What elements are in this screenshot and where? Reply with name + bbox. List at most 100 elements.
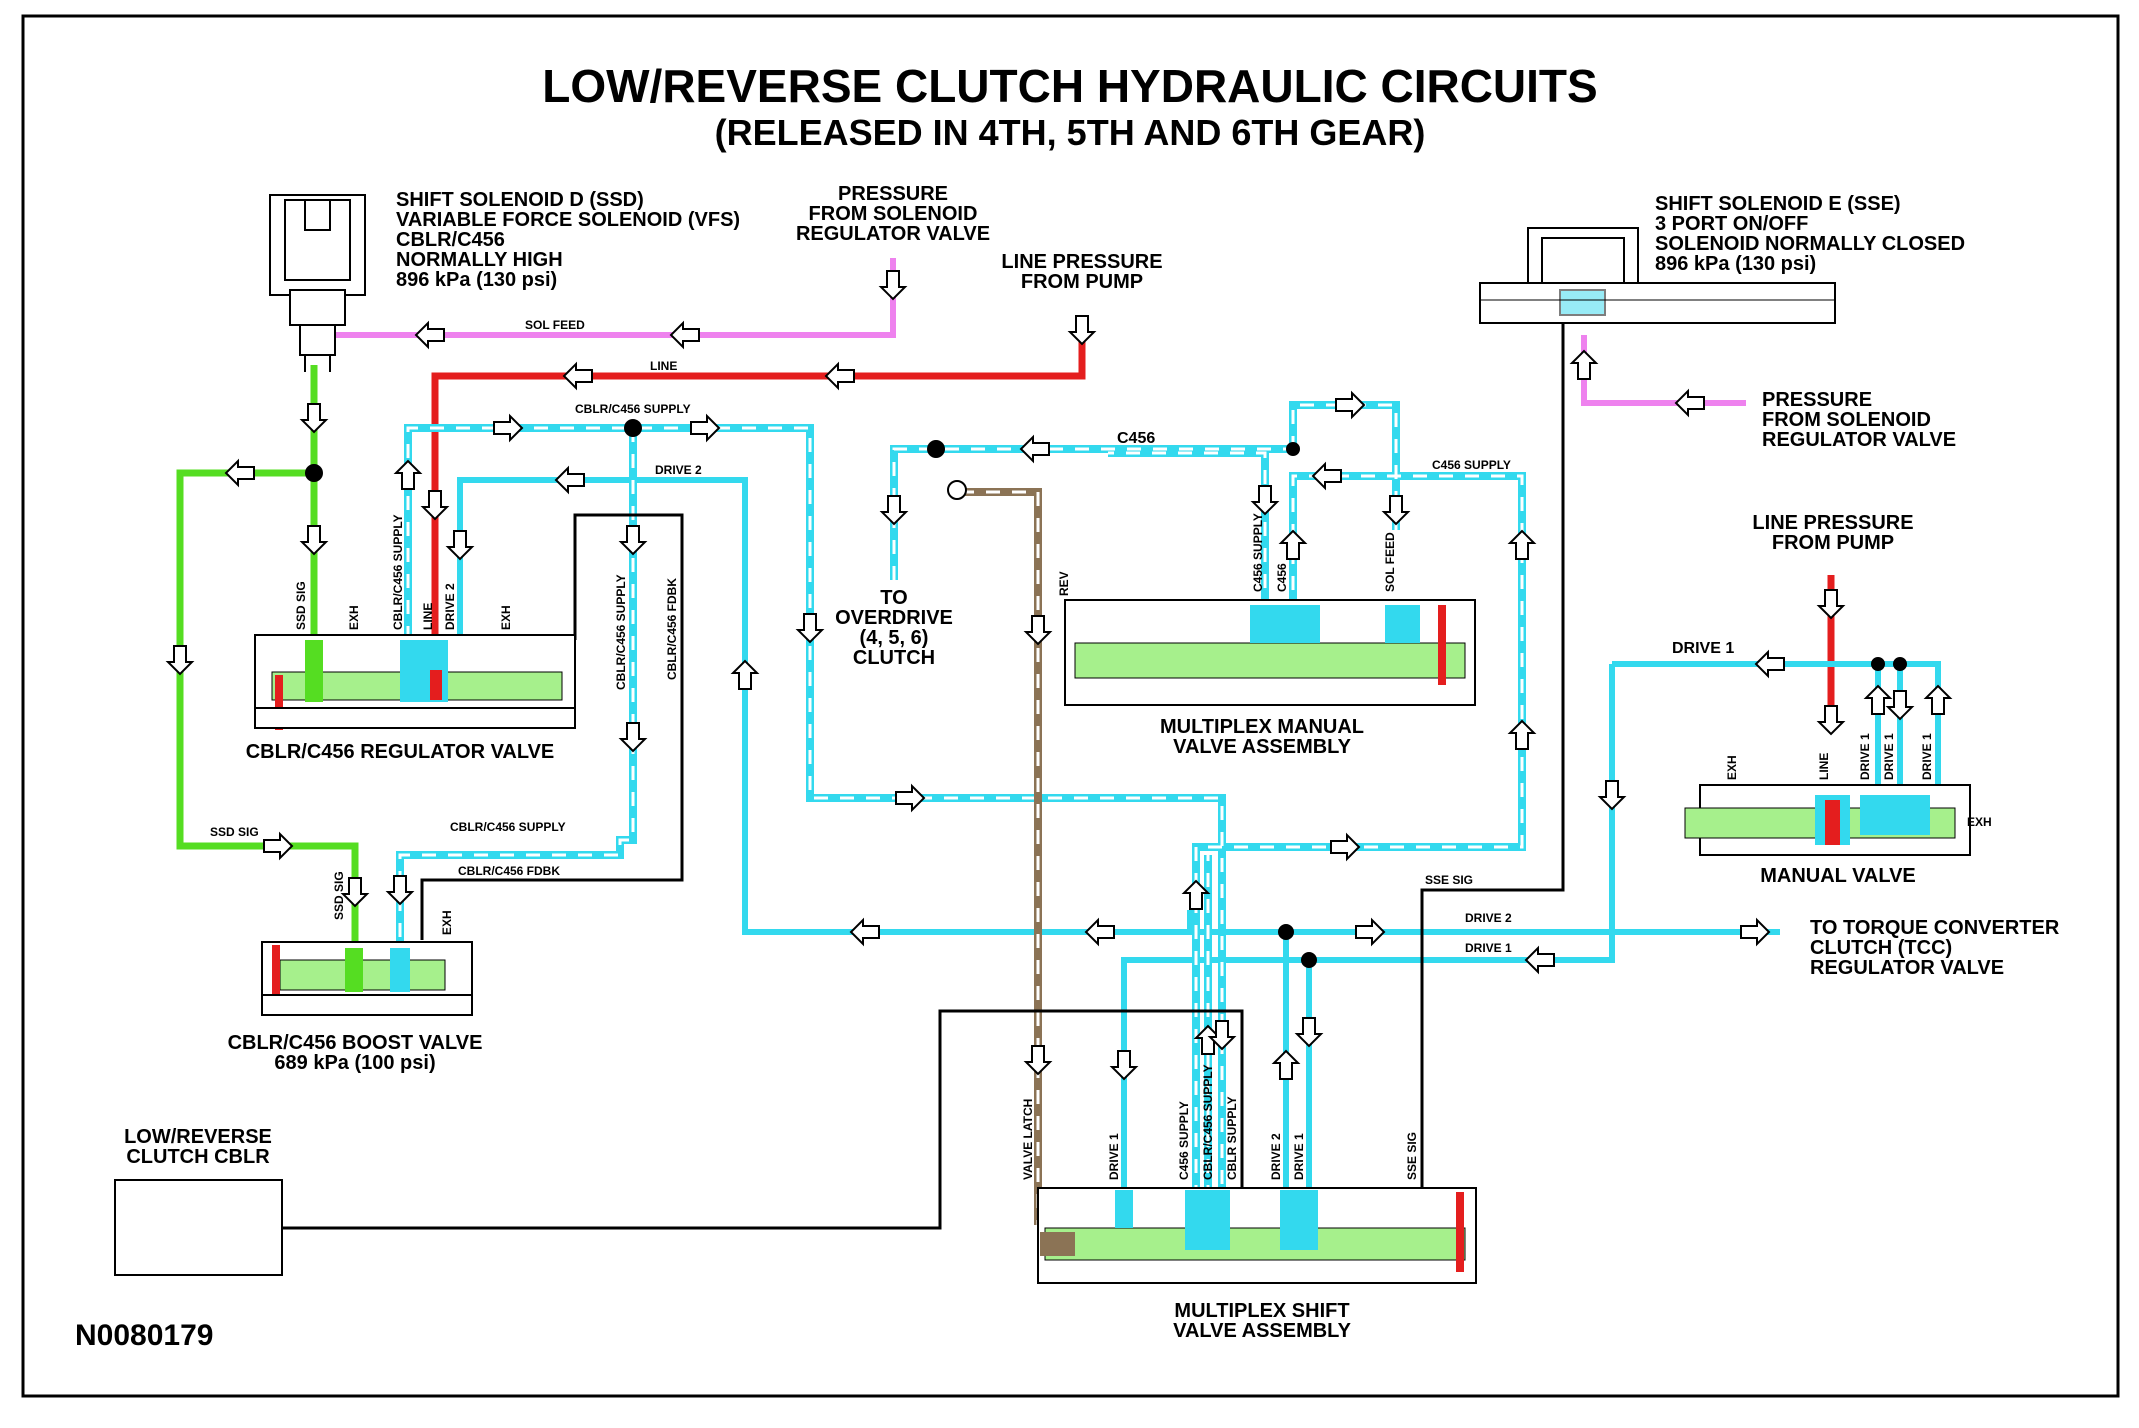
callout-line: LINE PRESSURE bbox=[1752, 512, 1913, 534]
port-label: REV bbox=[1057, 571, 1071, 596]
multiplex-manual-valve bbox=[1064, 599, 1476, 706]
callout-line: PRESSURE bbox=[838, 183, 948, 205]
sse-callout-line: 896 kPa (130 psi) bbox=[1655, 253, 1816, 275]
diagram-subtitle: (RELEASED IN 4TH, 5TH AND 6TH GEAR) bbox=[715, 112, 1426, 153]
port-label: DRIVE 2 bbox=[1269, 1133, 1283, 1180]
ssd-callout-line: 896 kPa (130 psi) bbox=[396, 269, 557, 291]
line-labels: SOL FEED LINE CBLR/C456 SUPPLY DRIVE 2 C… bbox=[210, 318, 1734, 955]
valve-latch-line bbox=[960, 488, 1042, 1225]
line-label: CBLR/C456 SUPPLY bbox=[575, 402, 691, 416]
port-label: DRIVE 1 bbox=[1858, 733, 1872, 780]
sse-solenoid bbox=[1479, 227, 1836, 324]
diagram-frame bbox=[21, 14, 2120, 1398]
callout-line: CLUTCH (TCC) bbox=[1810, 937, 1952, 959]
pressure-reg-right-callout: PRESSURE FROM SOLENOID REGULATOR VALVE bbox=[1762, 389, 1956, 451]
port-label: CBLR/C456 SUPPLY bbox=[614, 574, 628, 690]
black-lines bbox=[281, 310, 1565, 1230]
port-label: DRIVE 2 bbox=[443, 583, 457, 630]
ssd-solenoid bbox=[269, 194, 366, 372]
callout-line: OVERDRIVE bbox=[835, 607, 953, 629]
sse-callout: SHIFT SOLENOID E (SSE) 3 PORT ON/OFF SOL… bbox=[1655, 193, 1965, 275]
port-label: DRIVE 1 bbox=[1920, 733, 1934, 780]
overdrive-callout: TO OVERDRIVE (4, 5, 6) CLUTCH bbox=[835, 587, 953, 669]
line-label: SSE SIG bbox=[1425, 873, 1473, 887]
port-label: CBLR/C456 SUPPLY bbox=[1201, 1064, 1215, 1180]
callout-line: REGULATOR VALVE bbox=[796, 223, 990, 245]
port-label: SOL FEED bbox=[1383, 532, 1397, 592]
port-label: EXH bbox=[440, 910, 454, 935]
manual-multiplex-label: MULTIPLEX MANUAL bbox=[1160, 716, 1364, 738]
sse-callout-line: 3 PORT ON/OFF bbox=[1655, 213, 1808, 235]
callout-line: CLUTCH CBLR bbox=[126, 1146, 270, 1168]
regulator-valve bbox=[254, 634, 576, 730]
boost-valve-label: CBLR/C456 BOOST VALVE bbox=[228, 1032, 483, 1054]
callout-line: TO TORQUE CONVERTER bbox=[1810, 917, 2060, 939]
manual-multiplex-label: VALVE ASSEMBLY bbox=[1173, 736, 1351, 758]
line-pump-top-callout: LINE PRESSURE FROM PUMP bbox=[1001, 251, 1162, 293]
diagram-title: LOW/REVERSE CLUTCH HYDRAULIC CIRCUITS bbox=[542, 60, 1597, 112]
callout-line: LINE PRESSURE bbox=[1001, 251, 1162, 273]
port-label: C456 SUPPLY bbox=[1177, 1101, 1191, 1180]
shift-multiplex-label: VALVE ASSEMBLY bbox=[1173, 1320, 1351, 1342]
callout-line: FROM PUMP bbox=[1772, 532, 1894, 554]
port-label: EXH bbox=[1967, 815, 1992, 829]
port-label: SSE SIG bbox=[1405, 1132, 1419, 1180]
port-label: EXH bbox=[1725, 755, 1739, 780]
port-label: SSD SIG bbox=[332, 871, 346, 920]
port-label: CBLR/C456 SUPPLY bbox=[391, 514, 405, 630]
sse-callout-line: SOLENOID NORMALLY CLOSED bbox=[1655, 233, 1965, 255]
line-label: C456 SUPPLY bbox=[1432, 458, 1511, 472]
callout-line: FROM SOLENOID bbox=[1762, 409, 1931, 431]
port-label: EXH bbox=[499, 605, 513, 630]
port-label: CBLR/C456 FDBK bbox=[665, 578, 679, 680]
port-label: DRIVE 1 bbox=[1882, 733, 1896, 780]
regulator-valve-label: CBLR/C456 REGULATOR VALVE bbox=[246, 741, 555, 763]
junctions bbox=[305, 419, 1907, 968]
port-labels: SSD SIG EXH CBLR/C456 SUPPLY LINE DRIVE … bbox=[294, 513, 1992, 1180]
pressure-reg-top-callout: PRESSURE FROM SOLENOID REGULATOR VALVE bbox=[796, 183, 990, 245]
sse-callout-line: SHIFT SOLENOID E (SSE) bbox=[1655, 193, 1901, 215]
low-reverse-clutch-box bbox=[114, 1179, 283, 1276]
ssd-callout: SHIFT SOLENOID D (SSD) VARIABLE FORCE SO… bbox=[396, 189, 740, 291]
callout-line: LOW/REVERSE bbox=[124, 1126, 272, 1148]
callout-line: FROM PUMP bbox=[1021, 271, 1143, 293]
ssd-callout-line: NORMALLY HIGH bbox=[396, 249, 563, 271]
line-label: SSD SIG bbox=[210, 825, 259, 839]
ssd-callout-line: CBLR/C456 bbox=[396, 229, 505, 251]
boost-valve-pressure: 689 kPa (100 psi) bbox=[274, 1052, 435, 1074]
port-label: DRIVE 1 bbox=[1107, 1133, 1121, 1180]
line-label: LINE bbox=[650, 359, 677, 373]
cblr-supply-lines bbox=[396, 401, 1526, 1225]
callout-line: REGULATOR VALVE bbox=[1762, 429, 1956, 451]
multiplex-shift-valve bbox=[1037, 1187, 1477, 1284]
callout-line: FROM SOLENOID bbox=[809, 203, 978, 225]
line-label: CBLR/C456 SUPPLY bbox=[450, 820, 566, 834]
port-label: LINE bbox=[1817, 753, 1831, 780]
line-label: C456 bbox=[1117, 430, 1155, 447]
callout-line: REGULATOR VALVE bbox=[1810, 957, 2004, 979]
ssd-callout-line: SHIFT SOLENOID D (SSD) bbox=[396, 189, 644, 211]
port-label: SSD SIG bbox=[294, 581, 308, 630]
port-label: C456 bbox=[1275, 563, 1289, 592]
boost-valve bbox=[261, 941, 473, 1016]
port-label: VALVE LATCH bbox=[1021, 1099, 1035, 1180]
line-label: DRIVE 2 bbox=[655, 463, 702, 477]
line-label: DRIVE 1 bbox=[1465, 941, 1512, 955]
low-reverse-callout: LOW/REVERSE CLUTCH CBLR bbox=[124, 1126, 272, 1168]
line-label: CBLR/C456 FDBK bbox=[458, 864, 560, 878]
callout-line: (4, 5, 6) bbox=[860, 627, 929, 649]
ssd-callout-line: VARIABLE FORCE SOLENOID (VFS) bbox=[396, 209, 740, 231]
shift-multiplex-label: MULTIPLEX SHIFT bbox=[1174, 1300, 1349, 1322]
callout-line: CLUTCH bbox=[853, 647, 935, 669]
line-label: DRIVE 1 bbox=[1672, 640, 1734, 657]
port-label: EXH bbox=[347, 605, 361, 630]
line-label: SOL FEED bbox=[525, 318, 585, 332]
callout-line: PRESSURE bbox=[1762, 389, 1872, 411]
port-label: C456 SUPPLY bbox=[1251, 513, 1265, 592]
callout-line: TO bbox=[880, 587, 907, 609]
port-label: CBLR SUPPLY bbox=[1225, 1096, 1239, 1180]
line-label: DRIVE 2 bbox=[1465, 911, 1512, 925]
line-pump-right-callout: LINE PRESSURE FROM PUMP bbox=[1752, 512, 1913, 554]
tcc-callout: TO TORQUE CONVERTER CLUTCH (TCC) REGULAT… bbox=[1810, 917, 2060, 979]
